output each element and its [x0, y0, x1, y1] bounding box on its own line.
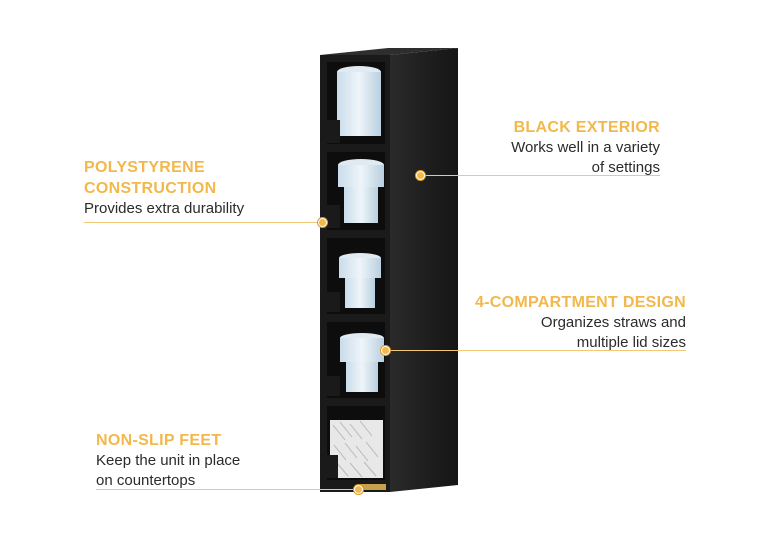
callout-black-exterior-line — [420, 175, 660, 176]
callout-black-exterior-title: BLACK EXTERIOR — [513, 119, 660, 136]
callout-compartment: 4-COMPARTMENT DESIGN Organizes straws an… — [460, 292, 686, 353]
compartment-2 — [323, 152, 385, 230]
callout-compartment-title: 4-COMPARTMENT DESIGN — [474, 294, 686, 311]
callout-compartment-dot — [381, 346, 390, 355]
compartment-4 — [323, 322, 385, 398]
callout-black-exterior-dot — [416, 171, 425, 180]
callout-polystyrene-line — [84, 222, 322, 223]
compartment-1 — [323, 62, 385, 144]
callout-feet: NON-SLIP FEET Keep the unit in place on … — [96, 430, 240, 491]
straw-compartment — [323, 406, 385, 480]
compartment-3 — [323, 238, 385, 314]
callout-polystyrene-dot — [318, 218, 327, 227]
callout-feet-line — [96, 489, 358, 490]
callout-feet-dot — [354, 485, 363, 494]
callout-black-exterior: BLACK EXTERIOR Works well in a variety o… — [470, 117, 660, 178]
callout-polystyrene-desc: Provides extra durability — [84, 200, 245, 217]
callout-feet-title: NON-SLIP FEET — [96, 432, 222, 449]
callout-black-exterior-desc: Works well in a variety of settings — [511, 139, 660, 176]
brand-plate — [360, 484, 386, 490]
callout-compartment-line — [385, 350, 686, 351]
callout-polystyrene: POLYSTYRENE CONSTRUCTION Provides extra … — [84, 157, 244, 219]
callout-feet-desc: Keep the unit in place on countertops — [96, 452, 241, 489]
callout-compartment-desc: Organizes straws and multiple lid sizes — [540, 314, 686, 351]
callout-polystyrene-title: POLYSTYRENE CONSTRUCTION — [84, 159, 217, 197]
